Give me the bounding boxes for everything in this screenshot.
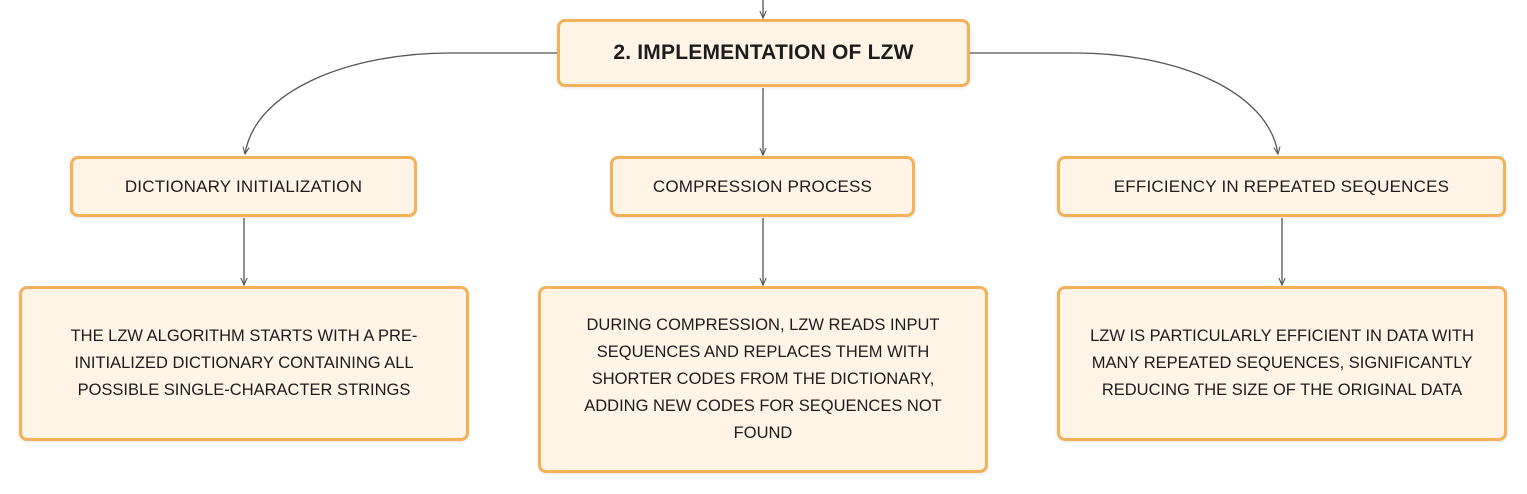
detail-node-dictionary-initialization[interactable]: THE LZW ALGORITHM STARTS WITH A PRE-INIT…: [19, 286, 469, 441]
connector-root-to-branch-1: [245, 52, 557, 154]
root-node[interactable]: 2. IMPLEMENTATION OF LZW: [557, 19, 970, 87]
detail-node-efficiency-repeated-sequences[interactable]: LZW IS PARTICULARLY EFFICIENT IN DATA WI…: [1057, 286, 1507, 441]
detail-text: LZW IS PARTICULARLY EFFICIENT IN DATA WI…: [1090, 327, 1474, 399]
branch-label: COMPRESSION PROCESS: [652, 176, 873, 196]
branch-node-efficiency-repeated-sequences[interactable]: EFFICIENCY IN REPEATED SEQUENCES: [1057, 156, 1506, 217]
connector-root-to-branch-3: [970, 52, 1278, 154]
detail-text: DURING COMPRESSION, LZW READS INPUT SEQU…: [584, 316, 942, 442]
branch-label: EFFICIENCY IN REPEATED SEQUENCES: [1113, 176, 1450, 196]
branch-node-compression-process[interactable]: COMPRESSION PROCESS: [610, 156, 915, 217]
detail-node-compression-process[interactable]: DURING COMPRESSION, LZW READS INPUT SEQU…: [538, 286, 988, 473]
root-label: 2. IMPLEMENTATION OF LZW: [613, 41, 914, 64]
branch-label: DICTIONARY INITIALIZATION: [124, 176, 363, 196]
branch-node-dictionary-initialization[interactable]: DICTIONARY INITIALIZATION: [70, 156, 417, 217]
detail-text: THE LZW ALGORITHM STARTS WITH A PRE-INIT…: [70, 327, 418, 399]
